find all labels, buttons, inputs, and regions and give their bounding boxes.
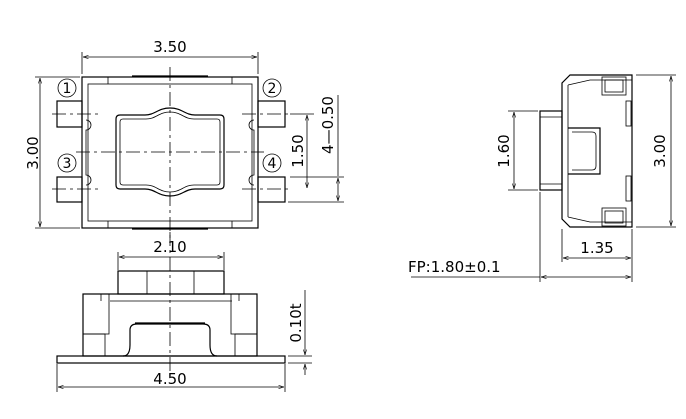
svg-text:1.35: 1.35 <box>580 239 613 257</box>
pin-3-marker: 3 <box>57 153 77 173</box>
base-plate <box>56 355 286 364</box>
svg-text:1: 1 <box>63 81 72 97</box>
svg-text:FP:1.80±0.1: FP:1.80±0.1 <box>408 258 501 276</box>
dimension-pad-4-0-50: 4—0.50 <box>288 95 344 203</box>
svg-text:4.50: 4.50 <box>153 370 186 388</box>
svg-text:1.60: 1.60 <box>495 134 513 167</box>
dimension-width-3-50: 3.50 <box>81 38 259 74</box>
dimension-button-1-60: 1.60 <box>495 110 538 191</box>
svg-text:3.00: 3.00 <box>651 134 669 167</box>
svg-text:4: 4 <box>268 156 277 172</box>
dimension-height-3-00-side: 3.00 <box>636 74 676 228</box>
dimension-depth-1-35: 1.35 <box>561 229 633 282</box>
pin-4-marker: 4 <box>262 153 282 173</box>
dimension-thickness-0-10t: 0.10t <box>287 290 312 375</box>
dimension-button-2-10: 2.10 <box>117 238 225 270</box>
top-view: 1 2 3 4 3.50 3.00 1.50 4—0.50 <box>24 38 344 240</box>
pin-1-marker: 1 <box>57 78 77 98</box>
dimension-height-3-00: 3.00 <box>24 76 80 229</box>
dimension-fp-1-80: FP:1.80±0.1 <box>408 192 631 282</box>
svg-text:1.50: 1.50 <box>289 134 307 167</box>
dimension-width-4-50: 4.50 <box>56 364 286 392</box>
svg-text:3: 3 <box>63 156 72 172</box>
button-outline <box>115 107 225 197</box>
side-body-outline <box>561 74 633 228</box>
svg-text:0.10t: 0.10t <box>287 303 305 342</box>
svg-text:2: 2 <box>268 81 277 97</box>
svg-text:4—0.50: 4—0.50 <box>319 96 337 154</box>
pin-2-marker: 2 <box>262 78 282 98</box>
side-view: 1.60 3.00 1.35 FP:1.80±0.1 <box>408 74 676 282</box>
svg-text:2.10: 2.10 <box>153 238 186 256</box>
front-view: 2.10 4.50 0.10t <box>56 232 312 392</box>
dimension-pitch-1-50: 1.50 <box>289 113 314 188</box>
pads <box>56 100 286 203</box>
front-button <box>117 270 225 295</box>
side-button <box>539 110 563 191</box>
svg-text:3.50: 3.50 <box>153 38 186 56</box>
svg-text:3.00: 3.00 <box>24 136 42 169</box>
